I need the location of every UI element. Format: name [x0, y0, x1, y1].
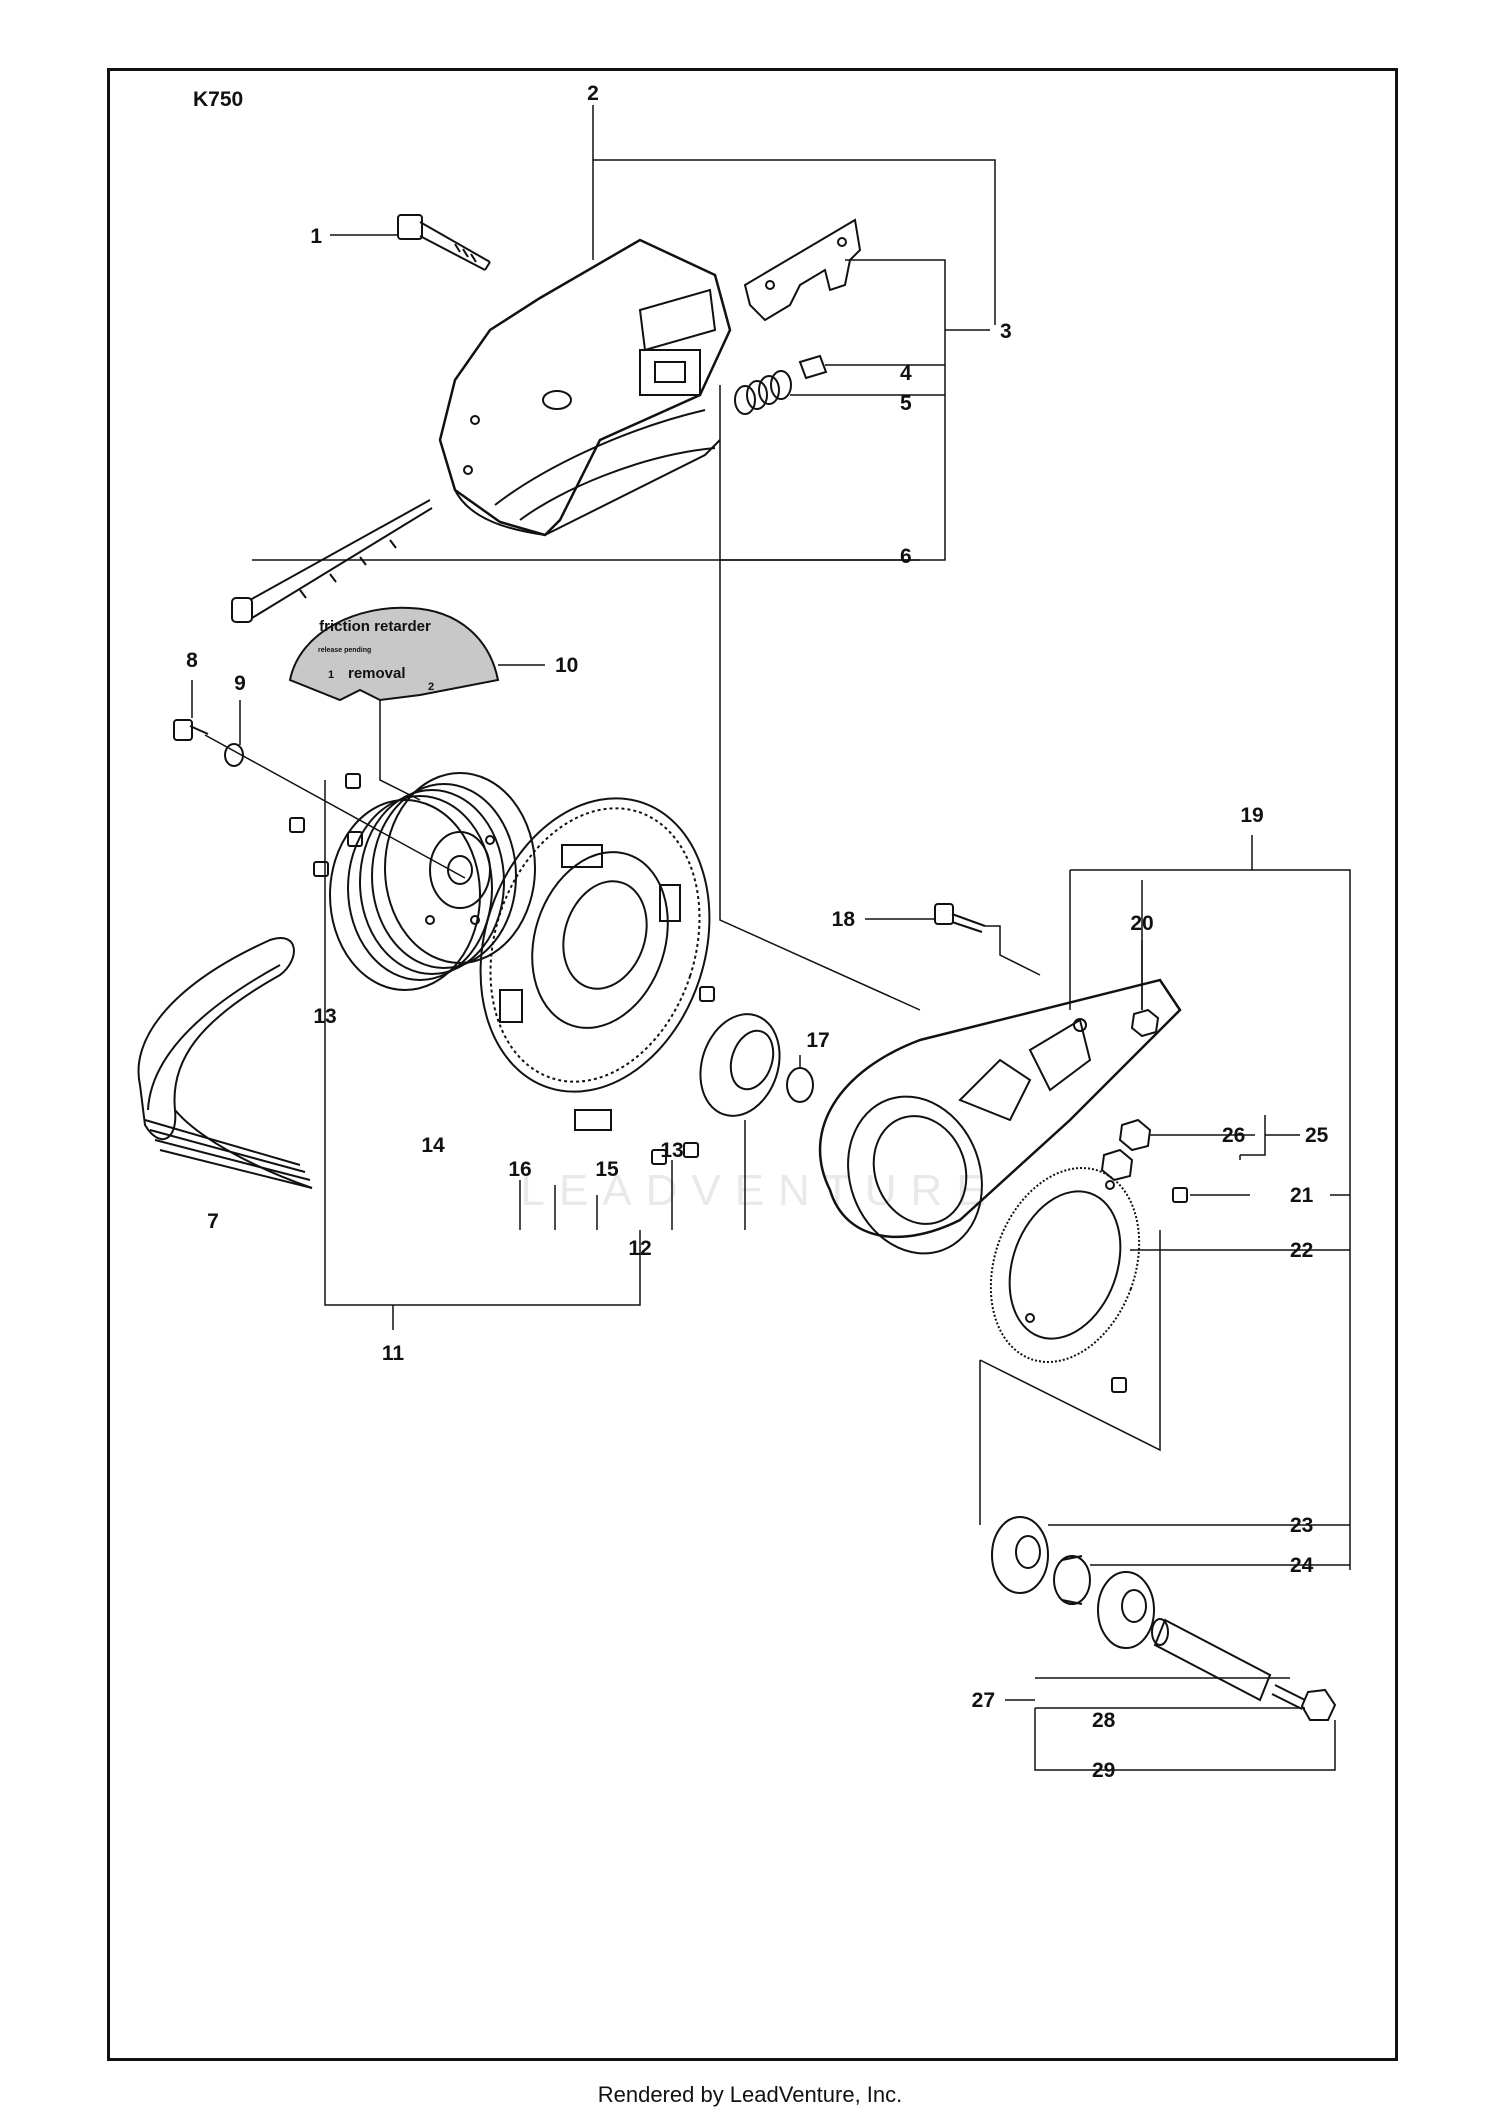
callout-5: 5 [900, 392, 912, 415]
decal-small-text: release pending [318, 647, 371, 654]
callout-13: 13 [313, 1005, 336, 1028]
belt-guard [438, 238, 732, 537]
decal-line1: friction retarder [319, 618, 431, 635]
callout-7: 7 [207, 1210, 219, 1233]
callout-2: 2 [587, 82, 599, 105]
callout-23: 23 [1290, 1514, 1313, 1537]
callout-9: 9 [234, 672, 246, 695]
callout-24: 24 [1290, 1554, 1314, 1577]
decal-step2: 2 [428, 681, 434, 693]
footer-credit: Rendered by LeadVenture, Inc. [597, 2082, 903, 2107]
friction-ring-part-22 [989, 1167, 1141, 1363]
screw-part-21 [1172, 1187, 1188, 1203]
diagram-frame [107, 68, 1398, 2061]
decal-part-10 [288, 606, 500, 702]
callout-19: 19 [1240, 804, 1263, 827]
callout-28: 28 [1092, 1709, 1116, 1732]
screw-part-18 [934, 903, 986, 933]
cover-part-19 [818, 978, 1182, 1255]
nuts-part-20-26 [1100, 1008, 1160, 1182]
callout-4: 4 [900, 362, 912, 385]
callout-11: 11 [382, 1342, 405, 1365]
callout-29: 29 [1092, 1759, 1115, 1782]
diagram-title: K750 [193, 88, 243, 111]
watermark-text: LEADVENTURE [520, 1166, 999, 1215]
callout-22: 22 [1290, 1239, 1313, 1262]
callout-8: 8 [186, 649, 198, 672]
bearing-part-23 [991, 1516, 1155, 1649]
hub-part-17 [699, 1013, 814, 1117]
callout-14: 14 [421, 1134, 445, 1157]
callout-26: 26 [1222, 1124, 1245, 1147]
callout-27: 27 [972, 1689, 995, 1712]
screw-part-8 [173, 719, 209, 741]
callout-15: 15 [595, 1158, 619, 1181]
callout-25: 25 [1305, 1124, 1329, 1147]
screw-part-21b [1111, 1377, 1127, 1393]
clutch-part-14 [479, 797, 711, 1131]
callout-1: 1 [310, 225, 322, 248]
leader-lines [191, 105, 1351, 1771]
bracket-part-3 [743, 218, 862, 322]
spacer-part-24 [1053, 1555, 1091, 1605]
belt-part-7 [137, 937, 313, 1189]
shaft-part-27 [1151, 1618, 1272, 1702]
callout-16: 16 [508, 1158, 531, 1181]
screws-part-13 [289, 773, 715, 1165]
callout-3: 3 [1000, 320, 1012, 343]
callout-18: 18 [832, 908, 856, 931]
bolt-part-1 [397, 214, 491, 271]
bolt-part-28 [1271, 1684, 1337, 1721]
callout-21: 21 [1290, 1184, 1314, 1207]
pulley-part-11 [329, 772, 536, 991]
callout-6: 6 [900, 545, 912, 568]
callout-12: 12 [628, 1237, 651, 1260]
callout-13b: 13 [660, 1139, 683, 1162]
decal-step1: 1 [328, 669, 334, 681]
clip-part-4 [798, 354, 828, 380]
callout-17: 17 [806, 1029, 829, 1052]
washer-part-9 [224, 743, 244, 767]
callout-20: 20 [1130, 912, 1153, 935]
decal-line2: removal [348, 665, 406, 682]
callout-10: 10 [555, 654, 578, 677]
long-screw-part-6 [231, 499, 433, 623]
spring-part-5 [734, 370, 792, 415]
